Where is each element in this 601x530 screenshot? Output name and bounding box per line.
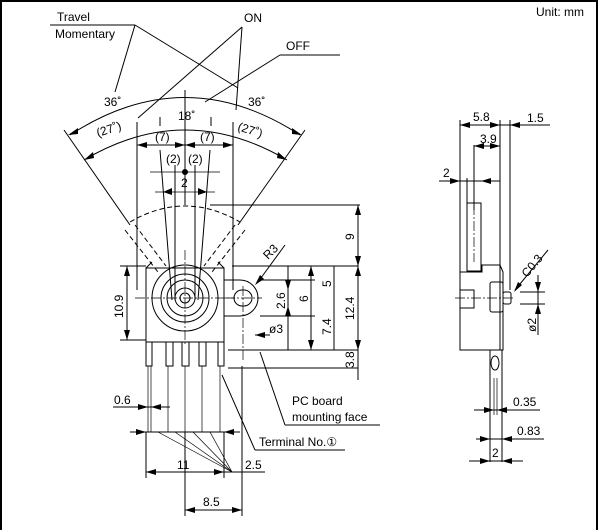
body-total-dim: 12.4 [343, 296, 357, 320]
off-label: OFF [286, 39, 310, 53]
side-depth-dim: 5.8 [473, 110, 490, 124]
lever-height-dim: 9 [343, 233, 357, 240]
momentary-label: Momentary [55, 27, 115, 41]
pin-span-dim: 11 [177, 458, 190, 472]
pivot-dot [182, 169, 188, 175]
travel-angle-left: 36˚ [104, 95, 121, 109]
terminal-length-dim: 3.8 [343, 351, 357, 368]
slot-dim: 2.6 [274, 292, 288, 309]
body-height-dim: 10.9 [112, 294, 126, 318]
center-edge-dim: 8.5 [203, 495, 220, 509]
pin-width-dim: 0.6 [114, 393, 131, 407]
pin-thickness-dim: 0.35 [513, 395, 537, 409]
pin-pitch-dim: 2.5 [245, 458, 262, 472]
on-label: ON [244, 11, 262, 25]
lever-dim-right: (7) [200, 130, 215, 144]
boss-dia-dim: ø2 [525, 318, 539, 332]
momentary-angle-right: (27˚) [236, 120, 264, 141]
pc-board-label-2: mounting face [292, 410, 368, 424]
radius-dim: R3 [260, 241, 281, 262]
fan-ray-right [237, 129, 306, 226]
tip-dim-left: (2) [166, 152, 181, 166]
pin-tip-dim: 0.83 [517, 424, 541, 438]
terminal-label: Terminal No.① [259, 435, 337, 449]
pc-board-label-1: PC board [292, 394, 343, 408]
momentary-angle-left: (27˚) [95, 119, 123, 140]
body-side [459, 264, 504, 351]
terminals [145, 341, 225, 432]
chamfer-dim: C0.3 [519, 251, 546, 280]
lower-dim: 7.4 [320, 318, 334, 335]
side-flange-dim: 1.5 [527, 111, 544, 125]
rotor-arc [129, 205, 241, 223]
front-view [50, 24, 380, 516]
tip-dim-right: (2) [188, 152, 203, 166]
side-pin-width-dim: 2 [492, 446, 499, 460]
travel-label: Travel [57, 10, 90, 24]
side-inner-dim: 3.9 [480, 132, 497, 146]
upper-dim: 5 [320, 280, 334, 287]
side-lever-thickness: 2 [443, 166, 450, 180]
tip-width: 2 [181, 176, 188, 190]
on-angle: 18˚ [178, 109, 195, 123]
lever-dim-left: (7) [155, 130, 170, 144]
fan-ray-left [63, 129, 131, 226]
unit-label: Unit: mm [536, 5, 584, 19]
offset-dim: 6 [297, 295, 311, 302]
side-view [439, 120, 550, 464]
travel-angle-right: 36˚ [248, 95, 265, 109]
lever-side [466, 202, 482, 272]
hole-dia-dim: ø3 [269, 322, 283, 336]
